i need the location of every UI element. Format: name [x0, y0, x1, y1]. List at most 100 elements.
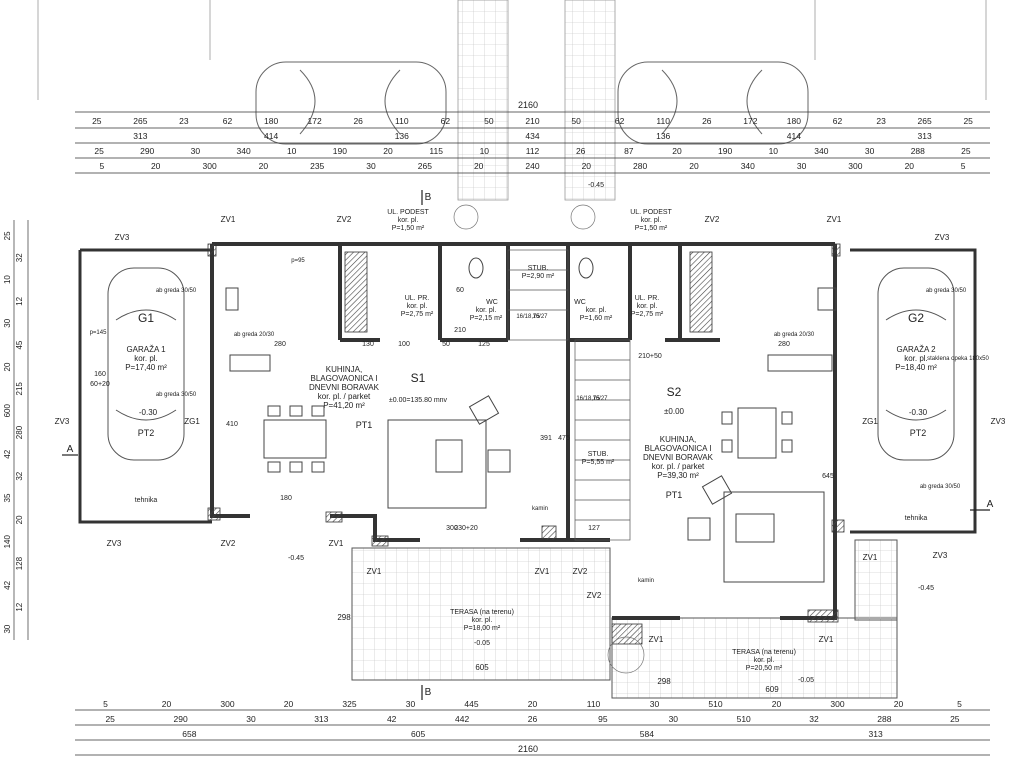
dim-value: 265	[418, 161, 432, 171]
dim-label: 16/18,75	[576, 396, 600, 402]
dim-value: 110	[656, 116, 670, 126]
dim-value: 20	[905, 161, 915, 171]
dim-value: 10	[287, 146, 297, 156]
dim-label: 645	[822, 473, 834, 480]
section-b-top: B	[425, 192, 432, 203]
hall1-floor: kor. pl.	[407, 303, 428, 310]
wc2-area: P=1,60 m²	[580, 315, 613, 322]
dim-column-left: 2532101230452021560028042323520140128421…	[3, 231, 24, 634]
zv1-tag: ZV1	[863, 553, 878, 562]
dim-value: 45	[15, 340, 24, 349]
dim-label: p=145	[90, 330, 108, 336]
level-outer-left: -0.45	[288, 555, 304, 562]
section-a-right: A	[987, 499, 994, 510]
dim-value: 42	[387, 714, 397, 724]
zv2-tag: ZV2	[337, 215, 352, 224]
entry2-floor: kor. pl.	[641, 217, 662, 224]
dim-value: 280	[15, 425, 24, 439]
dim-label: 300	[446, 525, 458, 532]
dim-value: 30	[865, 146, 875, 156]
dim-value: 30	[191, 146, 201, 156]
dim-value: 510	[737, 714, 751, 724]
terrace1-dim: 605	[475, 663, 489, 672]
level-outer-top: -0.45	[588, 182, 604, 189]
dim-label: 16/18,75	[516, 314, 540, 320]
hall1-name: UL. PR.	[405, 295, 430, 302]
armchair-icon	[468, 395, 733, 541]
dim-value: 30	[246, 714, 256, 724]
living1-line1: KUHINJA,	[326, 365, 362, 374]
hall2-name: UL. PR.	[635, 295, 660, 302]
dim-label: p=95	[291, 258, 305, 264]
stair2-name: STUB.	[588, 451, 609, 458]
garage2-floor: kor. pl.	[904, 354, 928, 363]
dim-value: 313	[918, 131, 932, 141]
hall2-area: P=2,75 m²	[631, 311, 664, 318]
dim-value: 20	[15, 515, 24, 524]
dim-value: 42	[3, 580, 12, 589]
dim-value: 20	[162, 699, 172, 709]
dim-value: 25	[3, 231, 12, 240]
dim-value: 12	[15, 602, 24, 611]
beam-label: ab greda 30/50	[926, 288, 967, 294]
dim-label: 210+50	[638, 353, 662, 360]
living1-floor: kor. pl. / parket	[318, 392, 371, 401]
terrace-right	[611, 617, 898, 699]
dim-label: 130	[362, 341, 374, 348]
dim-value: 23	[876, 116, 886, 126]
terrace2-dim: 609	[765, 685, 779, 694]
dim-value: 20	[259, 161, 269, 171]
dim-value: 26	[576, 146, 586, 156]
dim-label: 100	[398, 341, 410, 348]
dim-value: 340	[237, 146, 251, 156]
stove-icon	[225, 287, 837, 311]
dim-value: 20	[528, 699, 538, 709]
dim-label: 127	[588, 525, 600, 532]
garage2-name: GARAŽA 2	[896, 345, 936, 354]
dim-value: 128	[15, 556, 24, 570]
dim-label: 160	[94, 371, 106, 378]
zg1-tag: ZG1	[862, 417, 878, 426]
zv2-tag: ZV2	[573, 567, 588, 576]
garage1-name: GARAŽA 1	[126, 345, 166, 354]
entry2-name: UL. PODEST	[630, 209, 672, 216]
pt1-right: PT1	[666, 490, 683, 500]
wall-note: staklena opeka 180x50	[927, 356, 989, 362]
dim-value: 25	[950, 714, 960, 724]
dim-label: 298	[657, 677, 671, 686]
dim-value: 288	[911, 146, 925, 156]
wc1-floor: kor. pl.	[476, 307, 497, 314]
terrace-right-side	[854, 539, 898, 621]
dim-label: 210	[454, 327, 466, 334]
dim-label: 125	[478, 341, 490, 348]
dim-total-top: 2160	[518, 100, 538, 110]
dim-value: 10	[480, 146, 490, 156]
dim-value: 30	[797, 161, 807, 171]
living2-line1: KUHINJA,	[660, 435, 696, 444]
dim-value: 20	[772, 699, 782, 709]
dim-value: 32	[809, 714, 819, 724]
dim-value: 414	[264, 131, 278, 141]
garage2-area: P=18,40 m²	[895, 363, 937, 372]
zv1-tag: ZV1	[819, 635, 834, 644]
entry1-area: P=1,50 m²	[392, 225, 425, 232]
dim-value: 20	[582, 161, 592, 171]
living1-line2: BLAGOVAONICA I	[311, 374, 378, 383]
dim-label: 298	[337, 613, 351, 622]
zv3-tag: ZV3	[991, 417, 1006, 426]
living2-code: S2	[667, 385, 682, 399]
dim-value: 300	[220, 699, 234, 709]
garage2-level: -0.30	[909, 408, 928, 417]
hall2-floor: kor. pl.	[637, 303, 658, 310]
dim-value: 180	[787, 116, 801, 126]
dim-value: 600	[3, 403, 12, 417]
living2-area: P=39,30 m²	[657, 471, 699, 480]
dim-value: 26	[528, 714, 538, 724]
dim-value: 136	[395, 131, 409, 141]
zv3-tag: ZV3	[107, 539, 122, 548]
